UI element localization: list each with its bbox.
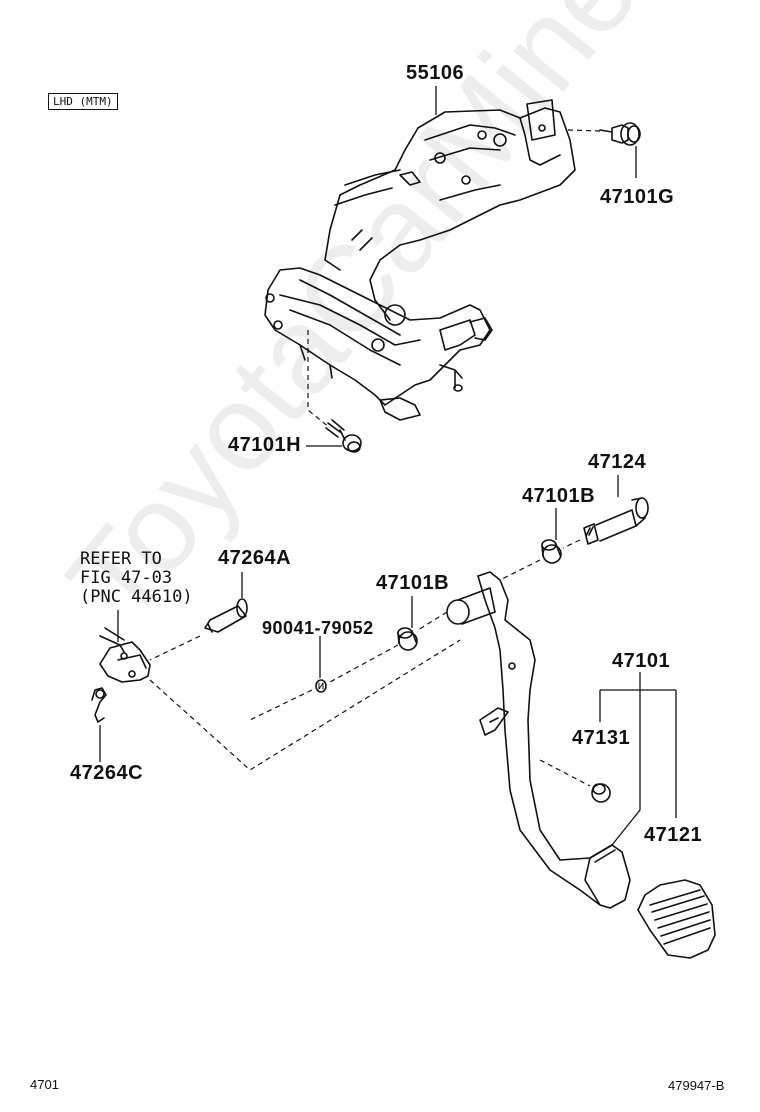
label-47131[interactable]: 47131 — [572, 727, 631, 749]
bushing-47101B-mid — [397, 627, 418, 651]
refer-note-line1: REFER TO — [80, 549, 162, 569]
label-47264C[interactable]: 47264C — [70, 762, 144, 784]
bolt-47101G — [599, 122, 641, 146]
nut-90041 — [315, 679, 327, 693]
label-47101B-top[interactable]: 47101B — [522, 485, 596, 507]
label-47124[interactable]: 47124 — [588, 451, 647, 473]
label-47101H[interactable]: 47101H — [228, 434, 302, 456]
pin-47264A — [204, 598, 248, 633]
label-47121[interactable]: 47121 — [644, 824, 703, 846]
refer-note-line2: FIG 47-03 — [80, 568, 173, 588]
label-47101G[interactable]: 47101G — [600, 186, 675, 208]
stopper-47131 — [591, 783, 611, 803]
label-47101[interactable]: 47101 — [612, 650, 671, 672]
pedal-pad-47121 — [637, 879, 716, 959]
bushing-47101B-top — [541, 539, 562, 564]
footer-figure-number: 4701 — [30, 1077, 59, 1092]
label-55106[interactable]: 55106 — [406, 62, 465, 84]
label-47264A[interactable]: 47264A — [218, 547, 292, 569]
pedal-bracket-55106 — [264, 99, 576, 421]
footer-illustration-id: 479947-B — [668, 1078, 725, 1093]
pedal-arm-47101 — [446, 571, 631, 909]
label-47101B-mid[interactable]: 47101B — [376, 572, 450, 594]
lhd-badge: LHD (MTM) — [48, 93, 118, 110]
clip-47264C — [91, 687, 107, 723]
refer-note-line3: (PNC 44610) — [80, 587, 193, 607]
pin-47124 — [583, 497, 649, 545]
bolt-47101H — [325, 419, 362, 453]
label-90041-79052[interactable]: 90041-79052 — [262, 618, 374, 638]
clevis — [99, 627, 151, 683]
